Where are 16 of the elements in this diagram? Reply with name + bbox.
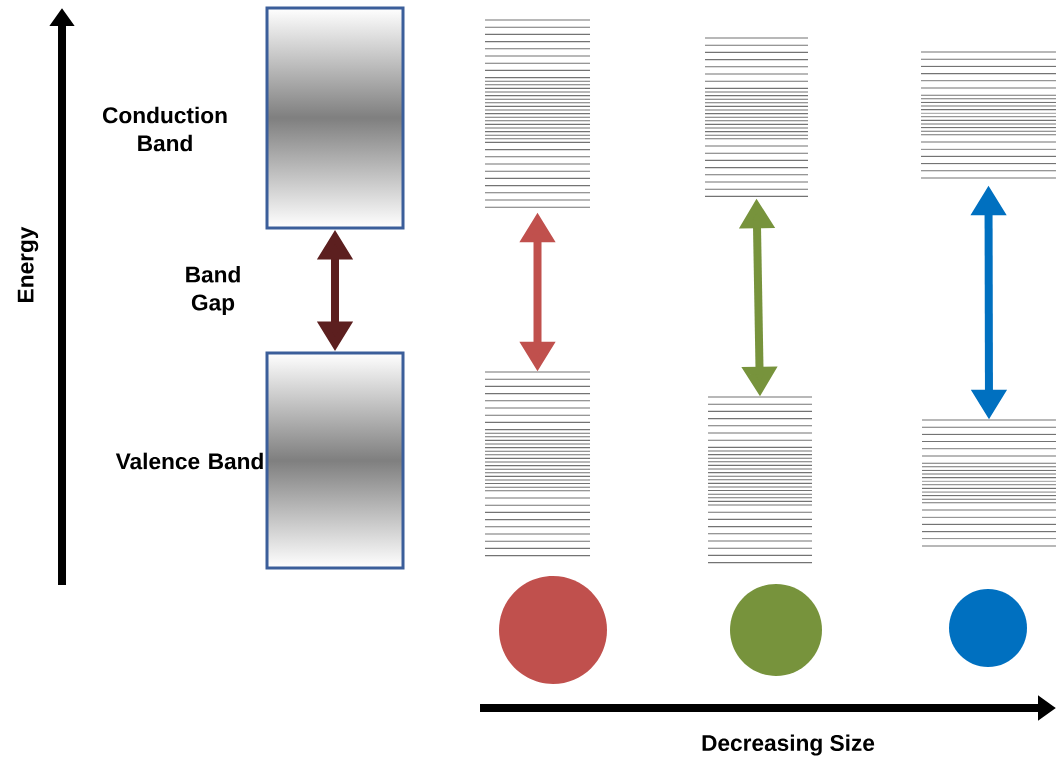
- energy-levels: [707, 396, 813, 564]
- edge-label: Band Gap: [186, 265, 240, 316]
- band-box: [265, 6, 405, 230]
- band-box: [265, 351, 405, 570]
- axis-label: Energy: [17, 226, 39, 302]
- axis-label: Decreasing Size: [702, 734, 875, 756]
- energy-levels: [704, 37, 809, 197]
- energy-levels: [921, 419, 1056, 547]
- particle-circle: [949, 589, 1027, 667]
- energy-levels: [920, 51, 1056, 179]
- band-label: Valence Band: [115, 452, 263, 470]
- energy-levels: [484, 19, 591, 208]
- particle-circle: [730, 584, 822, 676]
- band-label: Conduction Band: [103, 106, 227, 152]
- particle-circle: [499, 576, 607, 684]
- energy-levels: [484, 371, 591, 557]
